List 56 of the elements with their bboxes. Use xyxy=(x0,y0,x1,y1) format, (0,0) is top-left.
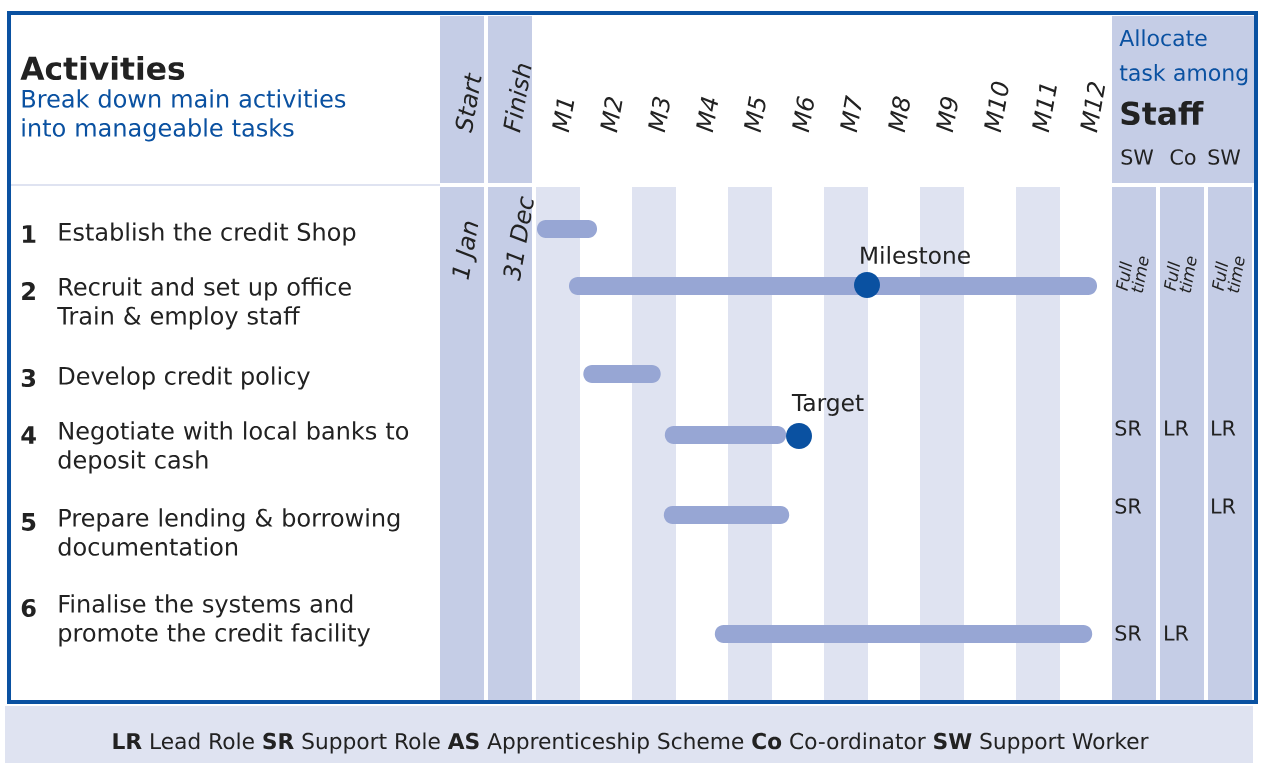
task-bar xyxy=(663,506,790,524)
milestone-dot xyxy=(786,423,812,449)
task-number: 1 xyxy=(22,225,36,243)
task-bar xyxy=(569,277,1097,295)
month-header: M2 xyxy=(600,96,623,133)
milestone-dot xyxy=(854,272,880,298)
role-code: LR xyxy=(1212,420,1236,436)
task-bar xyxy=(583,365,661,383)
month-header: M9 xyxy=(936,97,958,133)
heading: Activities xyxy=(20,55,185,81)
role-note: Full time xyxy=(1211,256,1245,293)
task-number: 5 xyxy=(22,513,36,531)
milestone-label: Target xyxy=(791,394,864,416)
task-text: Develop credit policy xyxy=(59,366,310,390)
task-number: 3 xyxy=(21,368,36,388)
role-code: LR xyxy=(1212,498,1236,514)
task-number: 6 xyxy=(21,598,36,618)
task-text: Prepare lending & borrowing documentation xyxy=(58,508,400,556)
staff-header: SW xyxy=(1208,149,1241,165)
role-note: Full time xyxy=(1115,256,1149,293)
month-header: M5 xyxy=(744,96,766,133)
role-code: SR xyxy=(1115,625,1142,641)
role-code: SR xyxy=(1115,420,1142,436)
month-header: M4 xyxy=(696,96,718,133)
task-text: Finalise the systems and promote the credit facility xyxy=(59,594,370,647)
column-header: Start xyxy=(455,72,482,133)
task-text: Negotiate with local banks to deposit cash xyxy=(58,421,409,474)
subheading: Break down main activities into manageable tasks xyxy=(22,89,346,142)
month-header: M8 xyxy=(888,96,910,133)
date-label: 1 Jan xyxy=(452,221,479,280)
milestone-label: Milestone xyxy=(861,245,970,265)
task-number: 2 xyxy=(22,282,35,300)
staff-header: SW xyxy=(1121,149,1154,165)
task-bar xyxy=(537,220,597,238)
task-bar xyxy=(714,625,1093,643)
month-header: M10 xyxy=(984,81,1009,133)
task-number: 4 xyxy=(21,426,36,444)
task-text: Establish the credit Shop xyxy=(59,222,356,246)
month-header: M11 xyxy=(1032,84,1057,133)
task-bar xyxy=(664,426,787,444)
month-header: M1 xyxy=(552,99,575,133)
staff-header: Co xyxy=(1170,149,1196,165)
task-text: Recruit and set up office Train & employ staff xyxy=(57,277,351,330)
role-code: SR xyxy=(1115,498,1142,514)
role-note: Full time xyxy=(1163,256,1197,293)
footer-key: LR Lead Role SR Support Role AS Apprenticeship Scheme Co Co-ordinator SW Support Worker xyxy=(113,732,1149,754)
month-header: M6 xyxy=(792,95,814,133)
month-header: M7 xyxy=(840,95,862,133)
role-code: LR xyxy=(1165,625,1189,641)
role-code: LR xyxy=(1165,420,1189,436)
month-header: M3 xyxy=(648,96,670,133)
column-header: Allocate task among xyxy=(1119,29,1248,86)
month-header: M12 xyxy=(1080,81,1106,133)
column-header: Finish xyxy=(503,64,532,133)
column-header: Staff xyxy=(1121,100,1204,126)
date-label: 31 Dec xyxy=(503,196,534,282)
